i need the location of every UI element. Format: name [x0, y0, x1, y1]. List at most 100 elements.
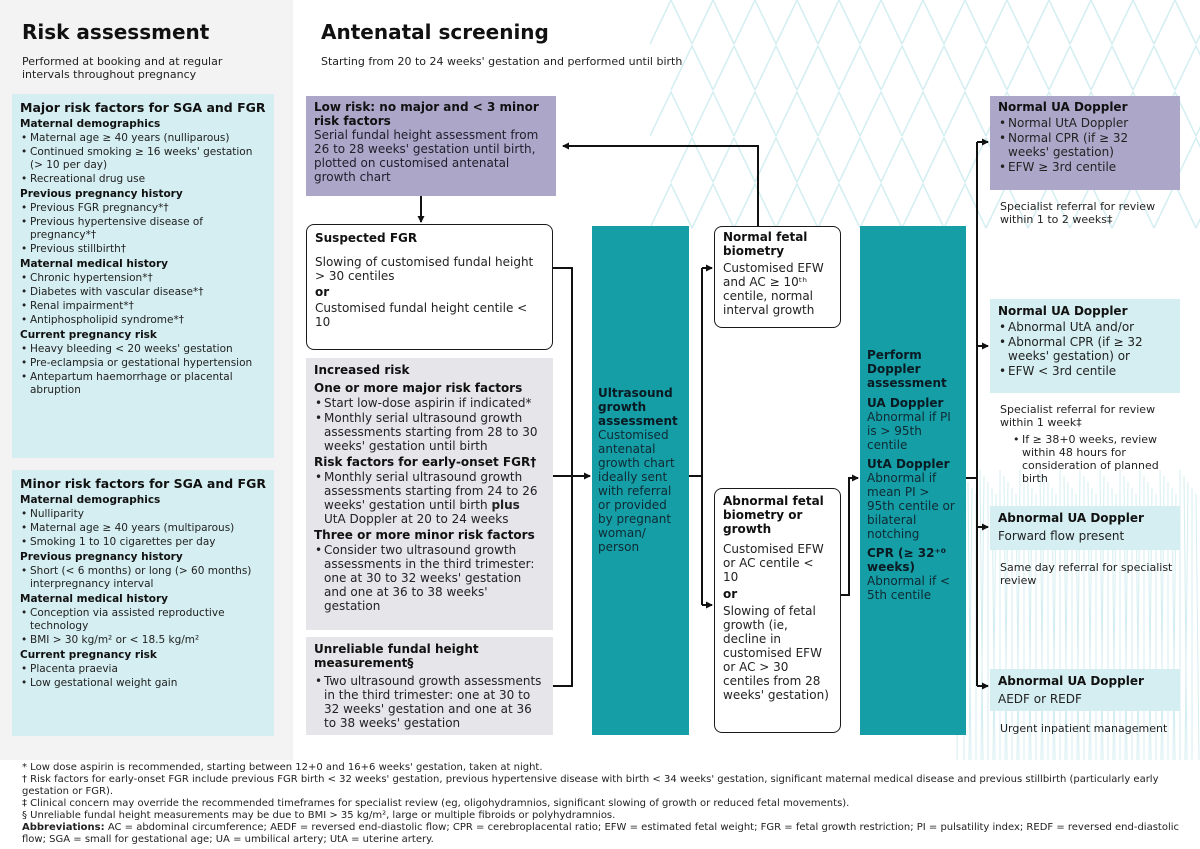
minor-risk-title: Minor risk factors for SGA and FGR — [20, 476, 266, 491]
increased-risk-box: Increased risk One or more major risk fa… — [306, 358, 553, 630]
major-group-heading: Maternal demographics — [20, 118, 161, 130]
list-item: Continued smoking ≥ 16 weeks' gestation … — [21, 146, 268, 172]
increased-risk-list2: Monthly serial ultrasound growth assessm… — [314, 470, 545, 526]
increased-risk-title: Increased risk — [314, 363, 410, 377]
list-item: Consider two ultrasound growth assessmen… — [315, 543, 545, 613]
low-risk-title: Low risk: no major and < 3 minor risk fa… — [314, 100, 539, 128]
abnormal-biometry-line1: Customised EFW or AC centile < 10 — [723, 542, 824, 584]
major-group-heading: Maternal medical history — [20, 258, 168, 270]
outcome-abnormal-ua-aedf: Abnormal UA Doppler AEDF or REDF — [990, 669, 1180, 711]
outcome-1-title: Normal UA Doppler — [998, 100, 1128, 114]
list-item: Recreational drug use — [21, 173, 268, 186]
outcome-2-sublist: If ≥ 38+0 weeks, review within 48 hours … — [1012, 432, 1182, 486]
list-item: BMI > 30 kg/m² or < 18.5 kg/m² — [21, 634, 268, 647]
risk-assessment-subtitle: Performed at booking and at regular inte… — [22, 55, 223, 81]
list-item: Chronic hypertension*† — [21, 272, 268, 285]
list-item: Start low-dose aspirin if indicated* — [315, 396, 545, 410]
outcome-4-title: Abnormal UA Doppler — [998, 674, 1144, 688]
abnormal-biometry-title: Abnormal fetal biometry or growth — [723, 494, 824, 536]
outcome-normal-ua-1: Normal UA Doppler Normal UtA Doppler Nor… — [990, 96, 1180, 190]
footnotes: * Low dose aspirin is recommended, start… — [22, 762, 1182, 846]
unreliable-measurement-box: Unreliable fundal height measurement§ Tw… — [306, 637, 553, 735]
major-risk-title: Major risk factors for SGA and FGR — [20, 100, 266, 115]
outcome-normal-ua-2: Normal UA Doppler Abnormal UtA and/or Ab… — [990, 299, 1180, 393]
footnote-unreliable: § Unreliable fundal height measurements … — [22, 810, 616, 821]
list-item: Diabetes with vascular disease*† — [21, 286, 268, 299]
ultrasound-assessment-box: Ultrasound growth assessment Customised … — [592, 226, 689, 735]
major-risk-factors-box: Major risk factors for SGA and FGR Mater… — [12, 94, 274, 458]
minor-group-heading: Previous pregnancy history — [20, 551, 183, 563]
list-item: If ≥ 38+0 weeks, review within 48 hours … — [1013, 433, 1182, 485]
major-group-list: Chronic hypertension*†Diabetes with vasc… — [20, 272, 268, 327]
suspected-fgr-title: Suspected FGR — [315, 231, 418, 245]
list-item: EFW < 3rd centile — [999, 364, 1172, 378]
doppler-assessment-box: Perform Doppler assessment UA Doppler Ab… — [860, 226, 966, 735]
minor-group-list: Conception via assisted reproductive tec… — [20, 607, 268, 647]
footnote-aspirin: * Low dose aspirin is recommended, start… — [22, 762, 543, 773]
list-item: Abnormal UtA and/or — [999, 320, 1172, 334]
list-item: Smoking 1 to 10 cigarettes per day — [21, 536, 268, 549]
minor-group-heading: Maternal medical history — [20, 593, 168, 605]
antenatal-screening-subtitle: Starting from 20 to 24 weeks' gestation … — [321, 55, 683, 68]
list-item: Monthly serial ultrasound growth assessm… — [315, 470, 545, 526]
suspected-fgr-line1: Slowing of customised fundal height > 30… — [315, 255, 534, 283]
list-item: Short (< 6 months) or long (> 60 months)… — [21, 565, 268, 591]
suspected-fgr-line2: Customised fundal height centile < 10 — [315, 301, 528, 329]
cpr-body: Abnormal if < 5th centile — [867, 574, 951, 602]
minor-group-heading: Maternal demographics — [20, 494, 161, 506]
increased-risk-list3: Consider two ultrasound growth assessmen… — [314, 543, 545, 613]
outcome-1-note: Specialist referral for review within 1 … — [1000, 200, 1156, 226]
list-item: Pre-eclampsia or gestational hypertensio… — [21, 357, 268, 370]
major-group-list: Previous FGR pregnancy*†Previous hyperte… — [20, 202, 268, 256]
list-item: Previous FGR pregnancy*† — [21, 202, 268, 215]
footnote-abbreviations: Abbreviations: AC = abdominal circumfere… — [22, 822, 1182, 846]
outcome-2-note: Specialist referral for review within 1 … — [1000, 403, 1156, 429]
ua-doppler-heading: UA Doppler — [867, 396, 944, 410]
increased-risk-h3: Three or more minor risk factors — [314, 528, 535, 542]
outcome-3-note: Same day referral for specialist review — [1000, 561, 1173, 587]
minor-group-heading: Current pregnancy risk — [20, 649, 157, 661]
abnormal-biometry-or: or — [723, 587, 738, 601]
major-group-heading: Current pregnancy risk — [20, 329, 157, 341]
normal-biometry-title: Normal fetal biometry — [723, 230, 808, 258]
list-item: Maternal age ≥ 40 years (nulliparous) — [21, 132, 268, 145]
list-item: Conception via assisted reproductive tec… — [21, 607, 268, 633]
list-item: Monthly serial ultrasound growth assessm… — [315, 411, 545, 453]
suspected-fgr-box: Suspected FGR Slowing of customised fund… — [306, 224, 553, 350]
abbreviations-text: AC = abdominal circumference; AEDF = rev… — [22, 822, 1180, 845]
suspected-fgr-or: or — [315, 285, 330, 299]
list-item: Normal CPR (if ≥ 32 weeks' gestation) — [999, 131, 1172, 159]
low-risk-body: Serial fundal height assessment from 26 … — [314, 128, 539, 184]
list-item: Previous hypertensive disease of pregnan… — [21, 216, 268, 242]
list-item: Renal impairment*† — [21, 300, 268, 313]
minor-group-list: Placenta praeviaLow gestational weight g… — [20, 663, 268, 690]
minor-group-list: NulliparityMaternal age ≥ 40 years (mult… — [20, 508, 268, 549]
normal-biometry-body: Customised EFW and AC ≥ 10ᵗʰ centile, no… — [723, 261, 824, 317]
early-onset-text: Monthly serial ultrasound growth assessm… — [324, 470, 538, 512]
minor-risk-groups: Maternal demographicsNulliparityMaternal… — [20, 494, 268, 690]
normal-biometry-box: Normal fetal biometry Customised EFW and… — [714, 226, 841, 328]
plus-word: plus — [491, 498, 520, 512]
list-item: Antiphospholipid syndrome*† — [21, 314, 268, 327]
uta-doppler-heading: UtA Doppler — [867, 457, 950, 471]
unreliable-title: Unreliable fundal height measurement§ — [314, 642, 479, 670]
major-group-heading: Previous pregnancy history — [20, 188, 183, 200]
increased-risk-h1: One or more major risk factors — [314, 381, 523, 395]
list-item: Placenta praevia — [21, 663, 268, 676]
cpr-heading: CPR (≥ 32⁺⁰ weeks) — [867, 546, 947, 574]
list-item: Normal UtA Doppler — [999, 116, 1172, 130]
outcome-abnormal-ua-forward: Abnormal UA Doppler Forward flow present — [990, 506, 1180, 550]
list-item: Maternal age ≥ 40 years (multiparous) — [21, 522, 268, 535]
increased-risk-h2: Risk factors for early-onset FGR† — [314, 455, 537, 469]
risk-assessment-title: Risk assessment — [22, 20, 210, 44]
ultrasound-title: Ultrasound growth assessment — [598, 386, 678, 428]
outcome-3-body: Forward flow present — [998, 529, 1125, 543]
flow-connectors — [417, 138, 989, 690]
list-item: Heavy bleeding < 20 weeks' gestation — [21, 343, 268, 356]
arrow-to-doppler — [841, 474, 859, 596]
list-item: EFW ≥ 3rd centile — [999, 160, 1172, 174]
outcome-3-title: Abnormal UA Doppler — [998, 511, 1144, 525]
ua-doppler-body: Abnormal if PI is > 95th centile — [867, 410, 951, 452]
abnormal-biometry-line2: Slowing of fetal growth (ie, decline in … — [723, 604, 829, 702]
footnote-early-onset: † Risk factors for early-onset FGR inclu… — [22, 774, 1159, 797]
